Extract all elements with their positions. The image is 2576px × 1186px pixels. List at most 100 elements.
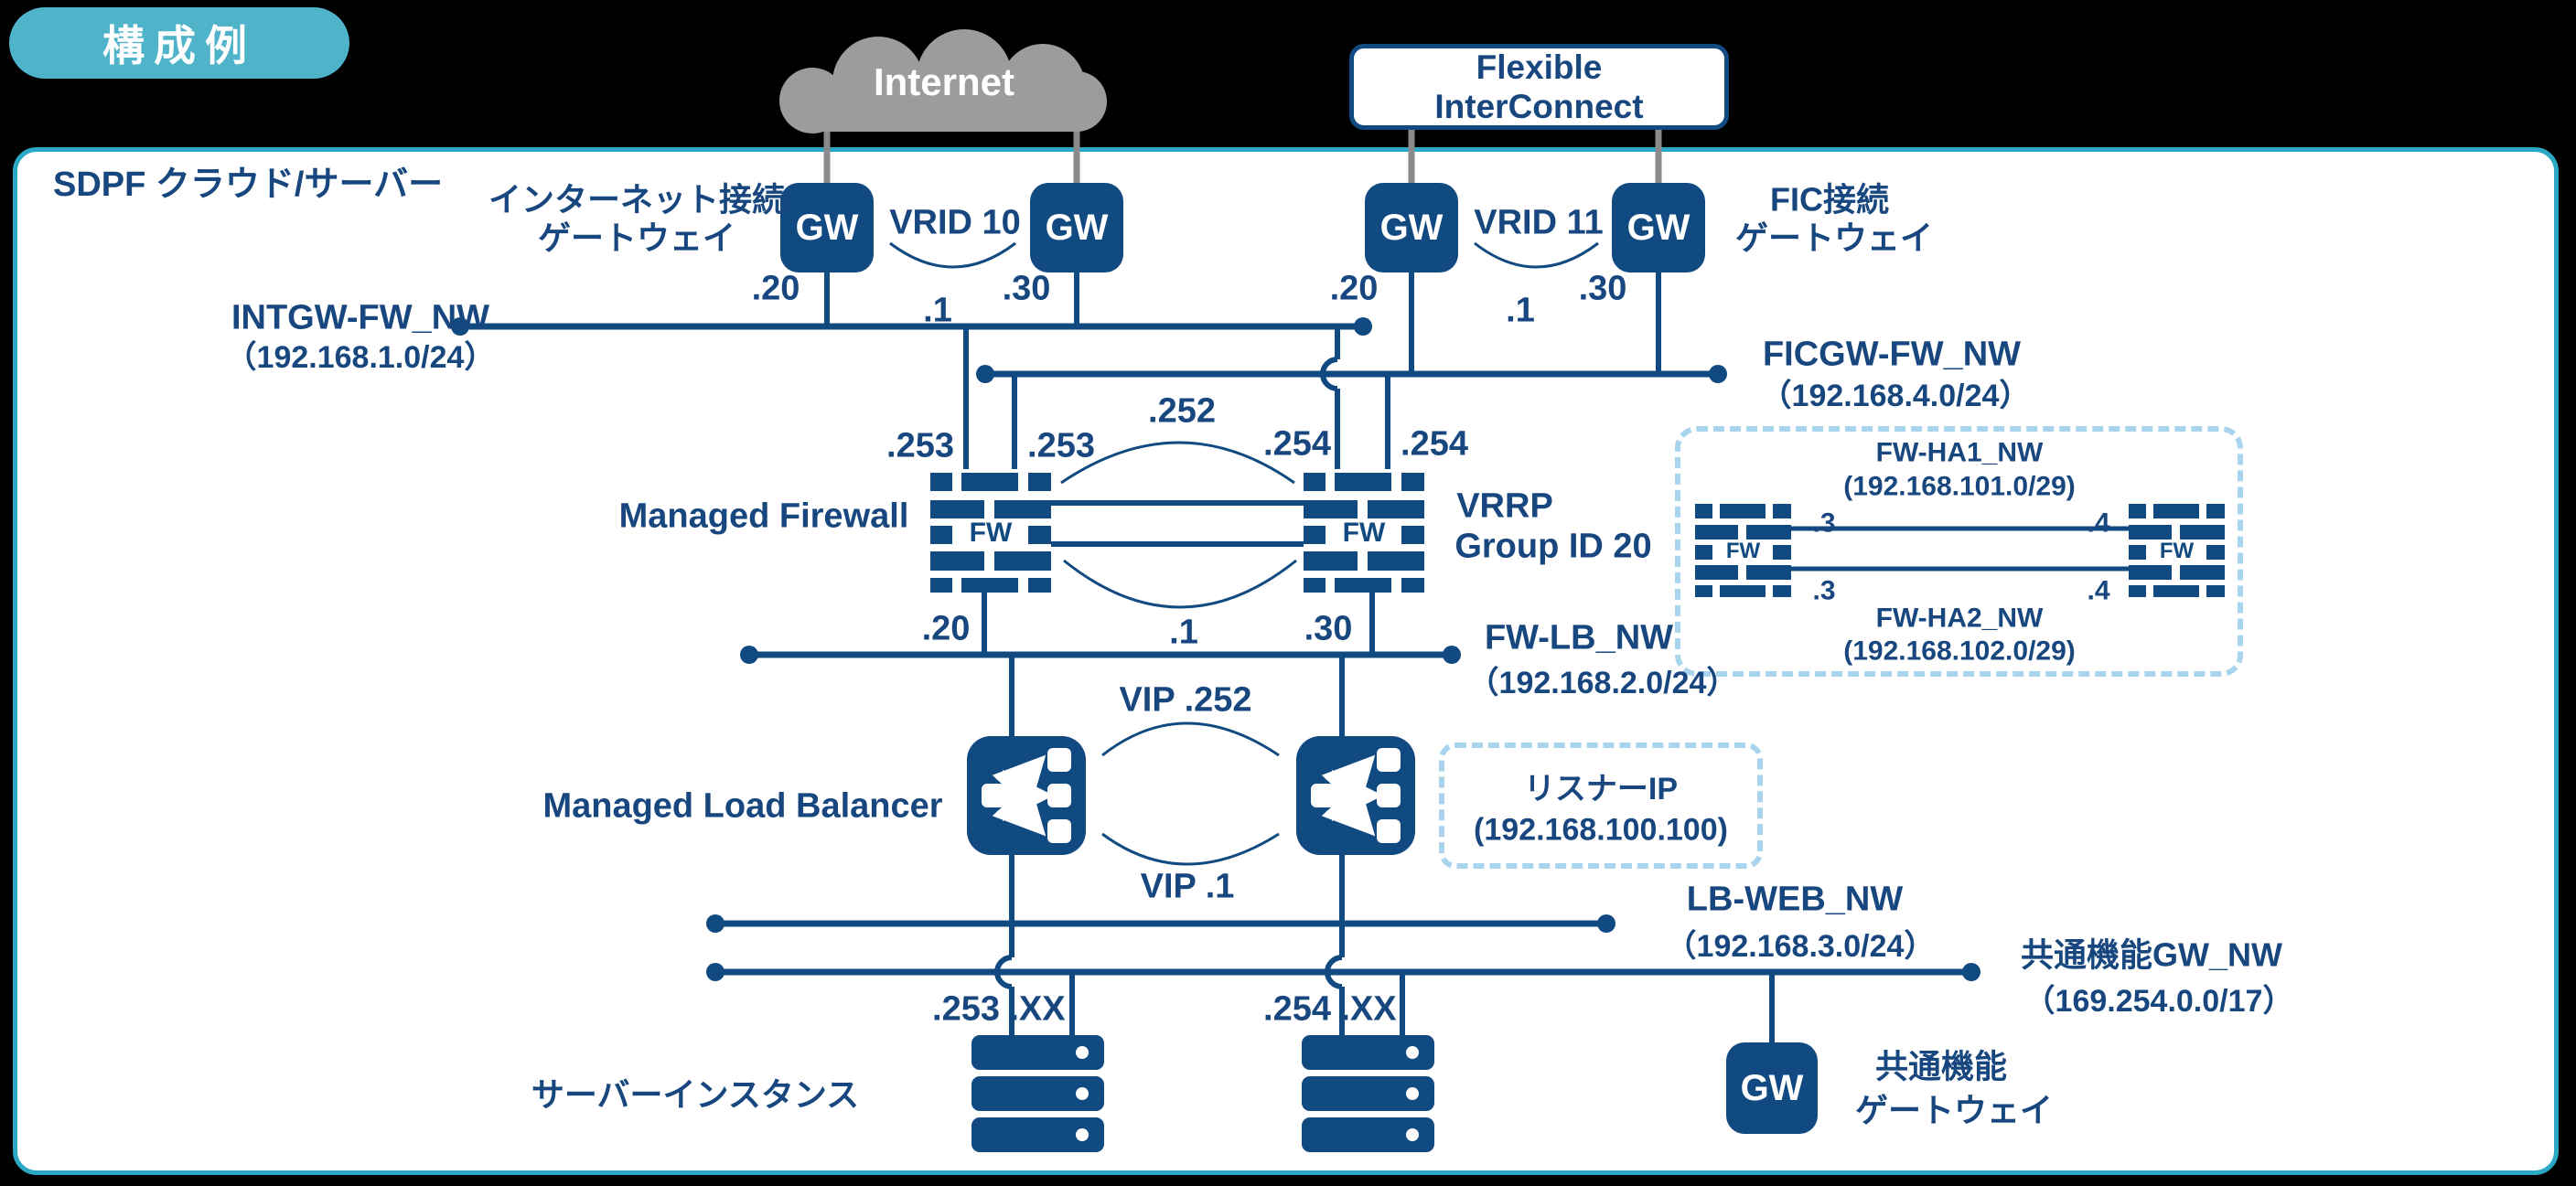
managed-firewall-2-icon: FW (1304, 469, 1424, 593)
label-ficgw-fw-nw: FICGW-FW_NW (1762, 335, 2022, 374)
gateway-drop-lines (824, 272, 1661, 374)
firewall-port-lines (963, 326, 1390, 655)
region-title: SDPF クラウド/サーバー (53, 166, 444, 204)
label-kyotsu-gw-nw: 共通機能GW_NW (2021, 935, 2282, 974)
label-vrrp: VRRP (1456, 486, 1553, 526)
label-internet-gw-line2: ゲートウェイ (537, 219, 736, 257)
server-instance-1 (971, 1035, 1104, 1159)
lb-glyph (982, 748, 1071, 843)
label-ficgw-a30: .30 (1578, 269, 1627, 308)
internet-gateway-2: GW (1030, 183, 1123, 272)
label-fwlb-30: .30 (1304, 609, 1353, 648)
fw-text: FW (1720, 539, 1766, 563)
label-srv2-xx: .XX (1340, 989, 1397, 1029)
gw-text: GW (1626, 207, 1690, 248)
label-ha2-4: .4 (2087, 575, 2110, 606)
managed-firewall-1-icon: FW (930, 469, 1051, 593)
cloud-shape (787, 75, 1101, 132)
managed-lb-1-icon (967, 736, 1086, 855)
flexible-interconnect-box: Flexible InterConnect (1349, 44, 1729, 130)
label-intgw-a30: .30 (1002, 269, 1051, 308)
label-lb-vip-252: VIP .252 (1119, 680, 1252, 720)
label-ha2-3: .3 (1812, 575, 1836, 606)
label-listener-ip-addr: (192.168.100.100) (1474, 812, 1728, 848)
gw-text: GW (1379, 207, 1444, 248)
label-intgw-a1: .1 (923, 291, 952, 330)
label-kyotsu-gw-line2: ゲートウェイ (1854, 1091, 2054, 1129)
label-fw1-253: .253 (886, 426, 954, 465)
label-fw-ha2-cidr: (192.168.102.0/29) (1843, 636, 2076, 667)
gw-text: GW (1740, 1067, 1804, 1108)
server-slab (971, 1035, 1104, 1070)
label-lb-web-nw-cidr: （192.168.3.0/24） (1665, 929, 1936, 965)
fic-label-line2: InterConnect (1434, 88, 1644, 125)
server-nic-lines (1069, 972, 1775, 1042)
label-fwlb-20: .20 (921, 609, 971, 648)
ha-firewall-1-icon: FW (1695, 501, 1791, 597)
label-fw-ha1-cidr: (192.168.101.0/29) (1843, 471, 2076, 502)
label-fw2-254b: .254 (1401, 424, 1468, 464)
label-fic-gw-line1: FIC接続 (1770, 180, 1889, 219)
listener-ip-box (1439, 743, 1763, 869)
label-listener-ip: リスナーIP (1523, 772, 1679, 807)
label-ha1-3: .3 (1812, 508, 1836, 539)
label-intgw-fw-nw-cidr: （192.168.1.0/24） (225, 340, 496, 376)
label-fic-gw-line2: ゲートウェイ (1734, 219, 1934, 257)
label-managed-lb: Managed Load Balancer (542, 786, 943, 826)
server-slab (971, 1076, 1104, 1111)
label-ficgw-a1: .1 (1506, 291, 1535, 330)
label-kyotsu-gw-nw-cidr: （169.254.0.0/17） (2023, 984, 2294, 1020)
fw-ha-inset-links (1791, 526, 2129, 572)
label-vrid-10: VRID 10 (889, 203, 1021, 242)
title-badge: 構成例 (9, 7, 349, 79)
title-badge-text: 構成例 (102, 22, 256, 69)
label-kyotsu-gw-line1: 共通機能 (1874, 1047, 2008, 1085)
fw-text: FW (2153, 539, 2200, 563)
server-slab (971, 1117, 1104, 1152)
label-vrrp-group: Group ID 20 (1454, 527, 1652, 566)
server-slab (1302, 1035, 1434, 1070)
fic-gateway-1: GW (1365, 183, 1458, 272)
fic-gateway-2: GW (1612, 183, 1705, 272)
label-intgw-fw-nw: INTGW-FW_NW (231, 298, 490, 337)
label-fw-ha2-nw: FW-HA2_NW (1875, 603, 2044, 634)
bus-end-dots (451, 317, 1980, 981)
label-srv1-253: .253 (932, 989, 1000, 1029)
fw-ha-links (1051, 500, 1304, 547)
server-instance-2 (1302, 1035, 1434, 1159)
internet-cloud-label: Internet (873, 60, 1014, 103)
label-lb-vip-1: VIP .1 (1140, 867, 1235, 906)
fw-ha-inset-box (1675, 426, 2243, 677)
label-fwlb-vip1: .1 (1169, 613, 1198, 652)
label-fw-ha1-nw: FW-HA1_NW (1875, 437, 2044, 468)
label-fw-vip-252: .252 (1148, 391, 1216, 431)
label-ha1-4: .4 (2087, 508, 2110, 539)
gw-text: GW (795, 207, 859, 248)
label-lb-web-nw: LB-WEB_NW (1686, 880, 1904, 919)
fw-text: FW (1335, 518, 1393, 548)
server-slab (1302, 1117, 1434, 1152)
label-srv1-xx: .XX (1009, 989, 1066, 1029)
label-managed-firewall: Managed Firewall (618, 497, 909, 536)
fw-text: FW (961, 518, 1020, 548)
managed-lb-2-icon (1296, 736, 1415, 855)
gw-text: GW (1045, 207, 1109, 248)
label-srv2-254: .254 (1263, 989, 1331, 1029)
fic-label-line1: Flexible (1476, 48, 1603, 86)
label-ficgw-fw-nw-cidr: （192.168.4.0/24） (1760, 379, 2031, 414)
label-fw-lb-nw: FW-LB_NW (1484, 618, 1674, 657)
label-vrid-11: VRID 11 (1474, 203, 1604, 242)
label-server-instance: サーバーインスタンス (531, 1075, 860, 1114)
lb-port-lines (994, 655, 1345, 1035)
label-fw1-253b: .253 (1027, 426, 1095, 465)
label-internet-gw-line1: インターネット接続 (488, 180, 786, 219)
label-ficgw-a20: .20 (1329, 269, 1379, 308)
common-function-gateway: GW (1726, 1042, 1818, 1134)
ha-firewall-2-icon: FW (2129, 501, 2225, 597)
label-fw2-254: .254 (1263, 424, 1331, 464)
internet-cloud: Internet (779, 29, 1109, 134)
vip-arcs (889, 241, 1599, 866)
internet-gateway-1: GW (780, 183, 874, 272)
